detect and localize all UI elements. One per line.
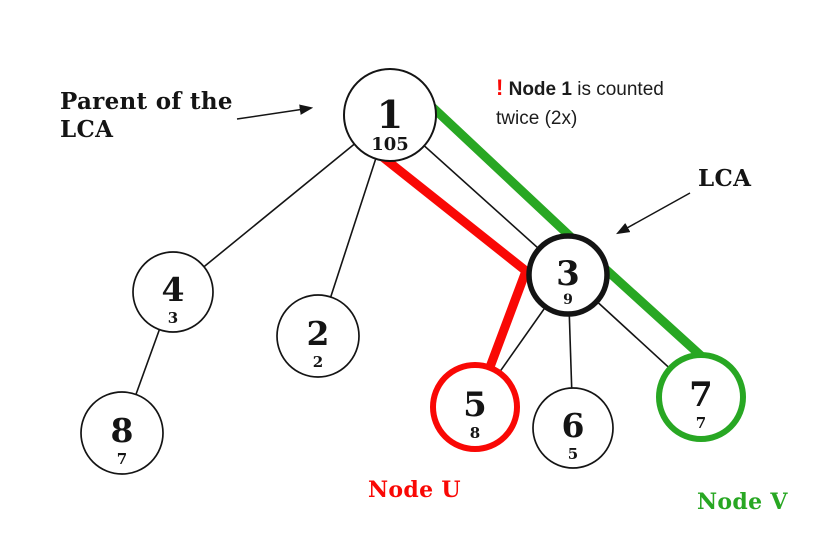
node-5-value: 8 [470,424,480,442]
node-2-value: 2 [313,353,323,371]
node-2-circle [276,294,360,378]
node-7-label: 7 [689,375,713,415]
lca-arrow [616,192,691,235]
node-6-label: 6 [562,406,585,445]
node-4-value: 3 [168,309,178,327]
node-4-label: 4 [162,270,185,309]
node-u-label: Node U [368,477,461,503]
node-3-circle [526,233,610,317]
path-u-highlight [372,147,532,409]
note-text: is counted twice (2x) [496,79,664,129]
parent-of-lca-arrow [236,104,314,120]
node-5-label: 5 [463,385,487,425]
parent-of-lca-label-line1: Parent of the [60,88,233,115]
node-5-circle [430,362,520,452]
parent-of-lca-label-line2: LCA [60,116,114,143]
node-1-label: 1 [377,92,403,137]
node-1-circle [343,68,437,162]
node-3-label: 3 [556,254,580,294]
node-6-circle [532,387,614,469]
node-2-label: 2 [307,314,330,353]
node-8-label: 8 [111,411,134,450]
node-1-value: 105 [371,134,409,155]
node-4-circle [132,251,214,333]
node-8-circle [80,391,164,475]
node-7-circle [656,352,746,442]
node-6-value: 5 [568,445,578,463]
node-8-value: 7 [117,450,127,468]
note-emphasis: Node 1 [503,79,572,100]
node-v-label: Node V [697,489,788,515]
lca-label: LCA [698,165,752,192]
node-7-value: 7 [696,414,706,432]
exclamation-icon: ! [496,75,504,100]
parent-of-lca-label: Parent of the LCA [60,88,233,144]
node-3-value: 9 [563,292,573,308]
counted-twice-note: ! Node 1 is counted twice (2x) [496,73,698,133]
